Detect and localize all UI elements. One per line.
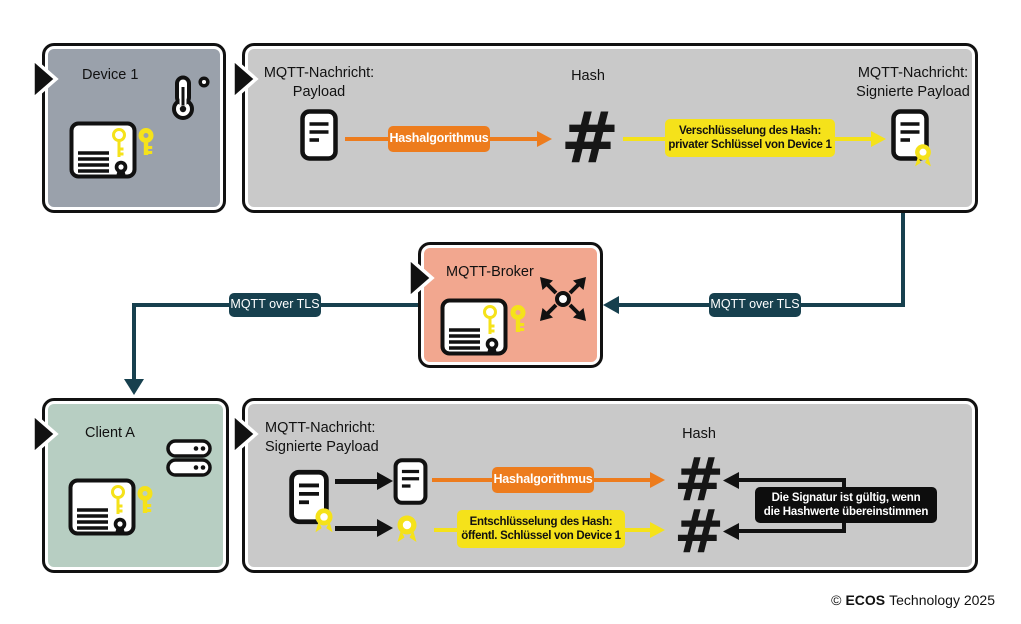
server-icon — [166, 439, 212, 477]
tls-left-line-vertical — [132, 303, 136, 381]
client-box: Client A — [31, 398, 229, 573]
arrow-tab-icon — [407, 256, 435, 300]
copyright: © ECOS Technology 2025 — [831, 592, 995, 608]
hash-flow-arrowhead-icon — [537, 131, 552, 147]
device1-box: Device 1 — [31, 43, 226, 213]
seal-icon — [315, 508, 333, 533]
hash-symbol: # — [560, 97, 620, 179]
certificate-icon — [69, 121, 137, 179]
tls-right-arrowhead-icon — [603, 296, 619, 314]
decrypt-label: Entschlüsselung des Hash: öffentl. Schlü… — [457, 510, 625, 548]
payload-document-icon — [300, 109, 338, 161]
compare-line-bottom — [739, 529, 846, 533]
tls-right-label: MQTT over TLS — [709, 293, 801, 317]
split-payload-line — [335, 479, 379, 484]
device1-title: Device 1 — [82, 67, 139, 83]
encrypt-label: Verschlüsselung des Hash: privater Schlü… — [665, 119, 835, 157]
seal-icon — [915, 144, 931, 167]
split-signature-arrowhead-icon — [377, 519, 393, 537]
seal-icon — [397, 515, 417, 542]
signed-payload-label: MQTT-Nachricht: Signierte Payload — [265, 420, 379, 455]
broker-title: MQTT-Broker — [446, 264, 534, 280]
copyright-symbol: © — [831, 592, 842, 608]
arrow-tab-icon — [231, 412, 259, 456]
tls-right-line-vertical — [901, 211, 905, 307]
payload-document-icon — [393, 458, 428, 505]
certificate-icon — [440, 298, 508, 356]
hash-title: Hash — [682, 426, 716, 442]
key-icon — [137, 486, 153, 513]
expand-arrows-icon — [540, 277, 586, 321]
signed-document-icon — [289, 469, 337, 535]
verification-flow-box: MQTT-Nachricht: Signierte Payload — [231, 398, 978, 573]
arrow-tab-icon — [231, 57, 259, 101]
payload-label: MQTT-Nachricht: Payload — [263, 65, 375, 100]
hash-flow-arrowhead-icon — [650, 472, 665, 488]
decrypt-flow-arrowhead-icon — [650, 522, 665, 538]
certificate-icon — [68, 478, 136, 536]
signed-document-icon — [891, 109, 935, 169]
split-signature-line — [335, 526, 379, 531]
thermometer-icon — [172, 75, 210, 120]
tls-left-label: MQTT over TLS — [229, 293, 321, 317]
brand-name: ECOS — [845, 592, 886, 608]
arrow-tab-icon — [31, 412, 59, 456]
tls-left-arrowhead-icon — [124, 379, 144, 395]
key-icon — [510, 305, 526, 332]
split-payload-arrowhead-icon — [377, 472, 393, 490]
client-title: Client A — [85, 425, 135, 441]
signing-flow-box: MQTT-Nachricht: Payload Hashalgorithmus … — [231, 43, 978, 213]
copyright-suffix: Technology 2025 — [889, 592, 995, 608]
signed-payload-label: MQTT-Nachricht: Signierte Payload — [856, 65, 970, 100]
broker-box: MQTT-Broker — [407, 242, 603, 368]
key-icon — [138, 128, 154, 155]
hash-symbol-top: # — [673, 445, 725, 515]
compare-line-top — [739, 478, 846, 482]
arrow-tab-icon — [31, 57, 59, 101]
hash-symbol-bottom: # — [673, 497, 725, 567]
hashalgo-label: Hashalgorithmus — [492, 467, 594, 493]
encrypt-flow-arrowhead-icon — [871, 131, 886, 147]
hashalgo-label: Hashalgorithmus — [388, 126, 490, 152]
hash-title: Hash — [571, 68, 605, 84]
validity-label: Die Signatur ist gültig, wenn die Hashwe… — [755, 487, 937, 523]
